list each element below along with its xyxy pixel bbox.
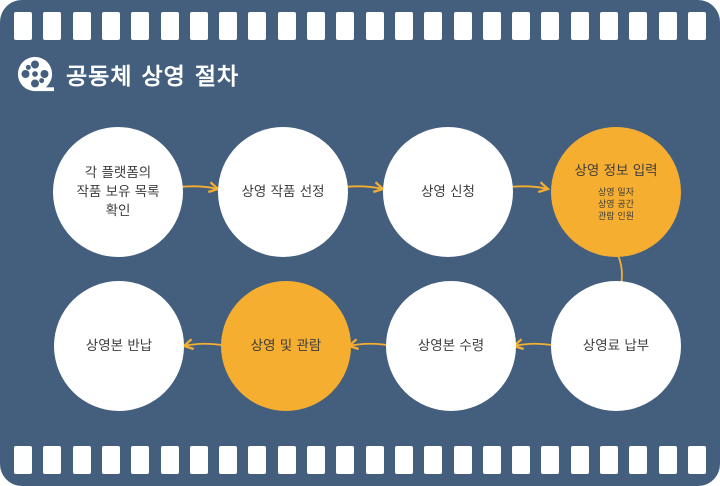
film-perforation-hole xyxy=(307,446,325,474)
film-perforation-hole xyxy=(541,446,560,474)
arrow-5-6 xyxy=(511,338,553,351)
film-perforation-hole xyxy=(14,12,32,40)
film-perforation-hole xyxy=(336,446,355,474)
film-perforation-hole xyxy=(512,12,531,40)
film-perforation-hole xyxy=(541,12,560,40)
film-perforation-hole xyxy=(453,12,472,40)
film-perforation-hole xyxy=(219,12,238,40)
step-check-platform-catalog: 각 플랫폼의 작품 보유 목록 확인 xyxy=(53,127,183,257)
film-perforation-hole xyxy=(248,12,267,40)
arrow-2-3 xyxy=(344,181,386,194)
film-perforation-hole xyxy=(189,446,208,474)
film-perforation-hole xyxy=(394,12,413,40)
film-perforation-hole xyxy=(72,446,91,474)
title-block: 공동체 상영 절차 xyxy=(16,54,239,94)
step-enter-screening-info: 상영 정보 입력 상영 일자 상영 공간 관람 인원 xyxy=(551,127,681,257)
step-label: 각 플랫폼의 작품 보유 목록 확인 xyxy=(76,164,160,219)
step-return-copy: 상영본 반납 xyxy=(54,281,184,411)
film-perforation-hole xyxy=(570,12,589,40)
film-perforation-bottom xyxy=(0,446,720,474)
film-perforation-hole xyxy=(629,12,648,40)
film-perforation-hole xyxy=(424,12,443,40)
film-perforation-hole xyxy=(160,12,179,40)
step-label: 상영본 수령 xyxy=(417,337,485,354)
arrow-7-8 xyxy=(181,338,223,351)
film-perforation-hole xyxy=(277,12,296,40)
film-reel-icon xyxy=(17,56,54,92)
step-label: 상영 및 관람 xyxy=(250,337,322,354)
film-perforation-hole xyxy=(570,446,589,474)
arrow-1-2 xyxy=(179,181,221,194)
film-perforation-hole xyxy=(131,12,150,40)
film-perforation-top xyxy=(0,12,720,40)
film-perforation-hole xyxy=(43,12,62,40)
film-perforation-hole xyxy=(365,446,384,474)
step-screen-and-watch: 상영 및 관람 xyxy=(221,281,351,411)
step-label: 상영본 반납 xyxy=(85,337,153,354)
film-perforation-hole xyxy=(277,446,296,474)
film-perforation-hole xyxy=(453,446,472,474)
film-perforation-hole xyxy=(687,12,706,40)
film-perforation-hole xyxy=(658,12,677,40)
film-perforation-hole xyxy=(482,446,501,474)
film-perforation-hole xyxy=(219,446,238,474)
arrow-6-7 xyxy=(346,338,388,351)
arrow-3-4 xyxy=(509,181,551,194)
step-label: 상영료 납부 xyxy=(582,337,650,354)
film-perforation-hole xyxy=(131,446,150,474)
film-perforation-hole xyxy=(101,446,120,474)
film-perforation-hole xyxy=(101,12,120,40)
film-perforation-hole xyxy=(72,12,91,40)
film-perforation-hole xyxy=(189,12,208,40)
film-perforation-hole xyxy=(629,446,648,474)
step-receive-copy: 상영본 수령 xyxy=(386,281,516,411)
film-perforation-hole xyxy=(394,446,413,474)
film-perforation-hole xyxy=(512,446,531,474)
step-label: 상영 작품 선정 xyxy=(241,183,325,200)
film-perforation-hole xyxy=(600,446,618,474)
film-perforation-hole xyxy=(160,446,179,474)
film-perforation-hole xyxy=(248,446,267,474)
film-perforation-hole xyxy=(43,446,62,474)
step-select-film: 상영 작품 선정 xyxy=(218,127,348,257)
film-perforation-hole xyxy=(307,12,325,40)
step-label: 상영 정보 입력 xyxy=(574,162,658,179)
step-label: 상영 신청 xyxy=(421,183,475,200)
step-pay-fee: 상영료 납부 xyxy=(551,281,681,411)
film-perforation-hole xyxy=(658,446,677,474)
page-title: 공동체 상영 절차 xyxy=(66,64,240,90)
film-perforation-hole xyxy=(482,12,501,40)
step-apply-screening: 상영 신청 xyxy=(383,127,513,257)
step-sub-details: 상영 일자 상영 공간 관람 인원 xyxy=(598,187,634,222)
film-perforation-hole xyxy=(365,12,384,40)
film-perforation-hole xyxy=(336,12,355,40)
film-perforation-hole xyxy=(687,446,706,474)
film-perforation-hole xyxy=(14,446,32,474)
film-perforation-hole xyxy=(424,446,443,474)
film-perforation-hole xyxy=(600,12,618,40)
